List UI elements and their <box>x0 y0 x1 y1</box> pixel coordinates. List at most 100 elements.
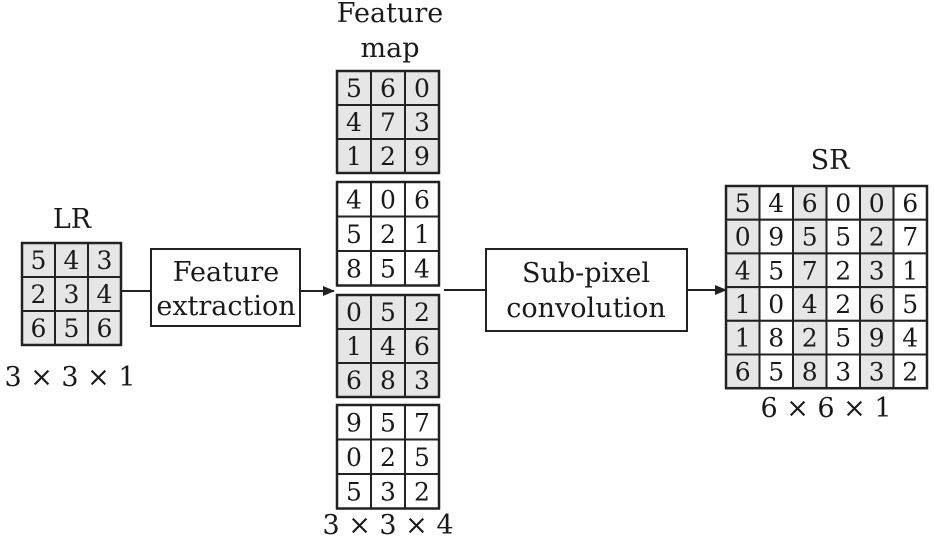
fm3-cell-value: 6 <box>346 366 362 395</box>
feature-map-dims-label: 3 × 3 × 4 <box>322 510 453 538</box>
sr-cell-value: 0 <box>735 223 751 252</box>
sr-cell <box>825 185 861 221</box>
sr-cell-value: 1 <box>735 324 751 353</box>
lr-label: LR <box>53 204 92 235</box>
sr-cell <box>758 319 794 356</box>
lr-grid-border <box>20 241 123 347</box>
sr-cell-value: 2 <box>802 324 818 353</box>
fm2-cell-value: 4 <box>414 254 430 283</box>
sr-cell <box>892 185 928 221</box>
sr-cell-value: 5 <box>735 189 751 218</box>
sr-cell <box>725 353 761 390</box>
sr-cell <box>792 353 828 390</box>
fm4-cell <box>370 438 406 475</box>
sr-cell-value: 4 <box>802 290 818 319</box>
sr-cell <box>758 252 794 289</box>
fm4-cell-value: 7 <box>414 408 430 437</box>
lr-cell-value: 3 <box>97 246 113 275</box>
fm2-cell-value: 8 <box>346 254 362 283</box>
feature-extraction-line2: extraction <box>156 291 295 322</box>
fm1-cell-value: 4 <box>346 108 362 137</box>
sr-cell-value: 1 <box>902 256 918 285</box>
sr-cell-value: 1 <box>735 290 751 319</box>
lr-cell-value: 4 <box>64 246 80 275</box>
sr-cell-value: 5 <box>768 256 784 285</box>
sr-cell <box>825 252 861 289</box>
sr-cell-value: 4 <box>902 324 918 353</box>
sr-cell-value: 3 <box>869 357 885 386</box>
sr-cell-value: 8 <box>802 357 818 386</box>
fm1-cell-value: 7 <box>380 108 396 137</box>
fm1-cell-value: 3 <box>414 108 430 137</box>
sr-cell <box>758 218 794 255</box>
fm2-cell-value: 0 <box>380 185 396 214</box>
sr-cell-value: 9 <box>768 223 784 252</box>
fm2-cell-value: 4 <box>346 185 362 214</box>
sr-cell-value: 2 <box>835 256 851 285</box>
sr-cell-value: 9 <box>869 324 885 353</box>
sr-label: SR <box>811 145 850 176</box>
fm1-cell-value: 0 <box>414 74 430 103</box>
fm3-cell-value: 4 <box>380 332 396 361</box>
fm2-cell-value: 2 <box>380 220 396 249</box>
subpixel-box-line1: Sub-pixel <box>522 258 650 289</box>
fm4-grid-border <box>335 403 441 510</box>
lr-cell-value: 6 <box>31 314 47 343</box>
lr-cell-value: 6 <box>97 314 113 343</box>
sr-cell-value: 3 <box>835 357 851 386</box>
sr-cell-value: 5 <box>768 357 784 386</box>
fm4-cell-value: 3 <box>380 477 396 506</box>
subpixel-box-line2: convolution <box>506 293 665 324</box>
feature-extraction-box <box>150 248 301 327</box>
fm1-cell-value: 9 <box>414 142 430 171</box>
fm1-cell-value: 2 <box>380 142 396 171</box>
fm2-cell-value: 5 <box>346 220 362 249</box>
fm4-cell-value: 0 <box>346 443 362 472</box>
sr-cell-value: 7 <box>902 223 918 252</box>
lr-cell-value: 5 <box>31 246 47 275</box>
sr-cell <box>892 218 928 255</box>
sr-cell-value: 6 <box>802 189 818 218</box>
fm1-cell-value: 5 <box>346 74 362 103</box>
lr-dims-label: 3 × 3 × 1 <box>4 362 135 393</box>
sr-cell-value: 5 <box>902 290 918 319</box>
fm3-cell <box>370 294 406 330</box>
lr-cell-value: 3 <box>64 280 80 309</box>
fm1-cell <box>404 138 440 174</box>
fm4-cell-value: 2 <box>414 477 430 506</box>
sr-cell <box>758 286 794 322</box>
fm3-cell-value: 1 <box>346 332 362 361</box>
fm2-cell-value: 6 <box>414 185 430 214</box>
sr-cell-value: 8 <box>768 324 784 353</box>
sr-cell-value: 6 <box>735 357 751 386</box>
fm3-cell-value: 2 <box>414 298 430 327</box>
sr-cell-value: 0 <box>869 189 885 218</box>
fm3-cell-value: 6 <box>414 332 430 361</box>
sr-cell <box>792 252 828 289</box>
sr-cell-value: 3 <box>869 256 885 285</box>
fm3-cell-value: 3 <box>414 366 430 395</box>
sr-cell-value: 2 <box>835 290 851 319</box>
sr-cell-value: 4 <box>768 189 784 218</box>
fm2-grid-border <box>335 180 441 287</box>
fm1-grid-border <box>335 69 441 175</box>
sr-cell-value: 6 <box>902 189 918 218</box>
sr-cell <box>859 319 895 356</box>
fm4-cell-value: 9 <box>346 408 362 437</box>
fm3-cell-value: 5 <box>380 298 396 327</box>
sr-cell-value: 0 <box>768 290 784 319</box>
fm1-cell-value: 1 <box>346 142 362 171</box>
sr-cell-value: 5 <box>835 223 851 252</box>
fm4-cell-value: 2 <box>380 443 396 472</box>
sr-cell-value: 5 <box>802 223 818 252</box>
fm4-cell-value: 5 <box>380 408 396 437</box>
fm4-cell-value: 5 <box>346 477 362 506</box>
sr-cell-value: 6 <box>869 290 885 319</box>
sr-cell-value: 7 <box>802 256 818 285</box>
sr-cell-value: 5 <box>835 324 851 353</box>
feature-extraction-line1: Feature <box>173 257 279 288</box>
